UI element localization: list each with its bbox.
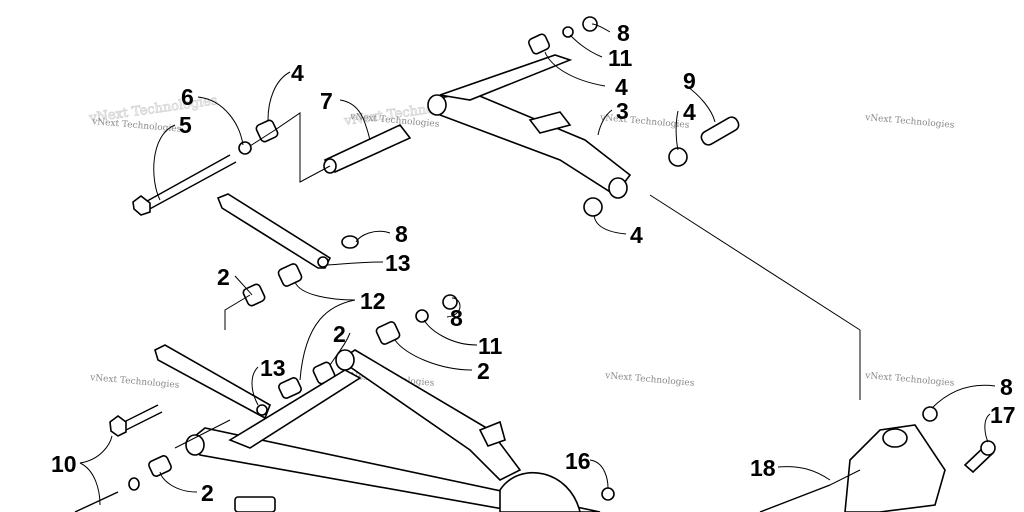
watermark: vNext Technologies bbox=[864, 113, 955, 131]
lower-a-arm bbox=[185, 349, 615, 512]
callout-18: 18 bbox=[750, 455, 776, 481]
watermark: vNext Technologies bbox=[604, 371, 695, 389]
callout-7: 7 bbox=[320, 88, 333, 114]
callout-8: 8 bbox=[395, 221, 408, 247]
callout-2: 2 bbox=[201, 480, 214, 506]
callout-13: 13 bbox=[385, 250, 411, 276]
callout-12: 12 bbox=[360, 288, 386, 314]
callout-8: 8 bbox=[617, 20, 630, 46]
callout-6: 6 bbox=[181, 84, 194, 110]
callout-10: 10 bbox=[51, 451, 77, 477]
links-bushings bbox=[154, 193, 458, 420]
callout-4: 4 bbox=[291, 60, 304, 86]
callout-3: 3 bbox=[616, 98, 629, 124]
watermark: vNext Technologies bbox=[89, 373, 180, 391]
callout-16: 16 bbox=[565, 448, 591, 474]
callout-17: 17 bbox=[990, 402, 1016, 428]
callout-11: 11 bbox=[478, 333, 503, 359]
callout-9: 9 bbox=[683, 68, 696, 94]
upper-hardware bbox=[132, 16, 740, 217]
lower-hardware bbox=[74, 404, 231, 512]
watermark: vNext Technologies bbox=[91, 117, 182, 135]
callout-4: 4 bbox=[683, 99, 696, 125]
callout-2: 2 bbox=[477, 358, 490, 384]
callout-2: 2 bbox=[217, 264, 230, 290]
callout-5: 5 bbox=[179, 112, 192, 138]
upper-a-arm bbox=[427, 54, 632, 199]
callout-13: 13 bbox=[260, 355, 286, 381]
knuckle bbox=[649, 194, 996, 512]
callout-2: 2 bbox=[333, 321, 346, 347]
callout-11: 11 bbox=[608, 45, 633, 71]
callout-labels: 8 11 4 3 4 9 6 5 4 7 4 8 13 2 12 8 11 2 … bbox=[51, 20, 1016, 506]
watermark: vNext Technologies bbox=[864, 371, 955, 389]
callout-4: 4 bbox=[615, 74, 628, 100]
callout-8: 8 bbox=[1000, 374, 1013, 400]
callout-4: 4 bbox=[630, 222, 643, 248]
leader-lines bbox=[79, 23, 996, 506]
callout-8: 8 bbox=[450, 305, 463, 331]
